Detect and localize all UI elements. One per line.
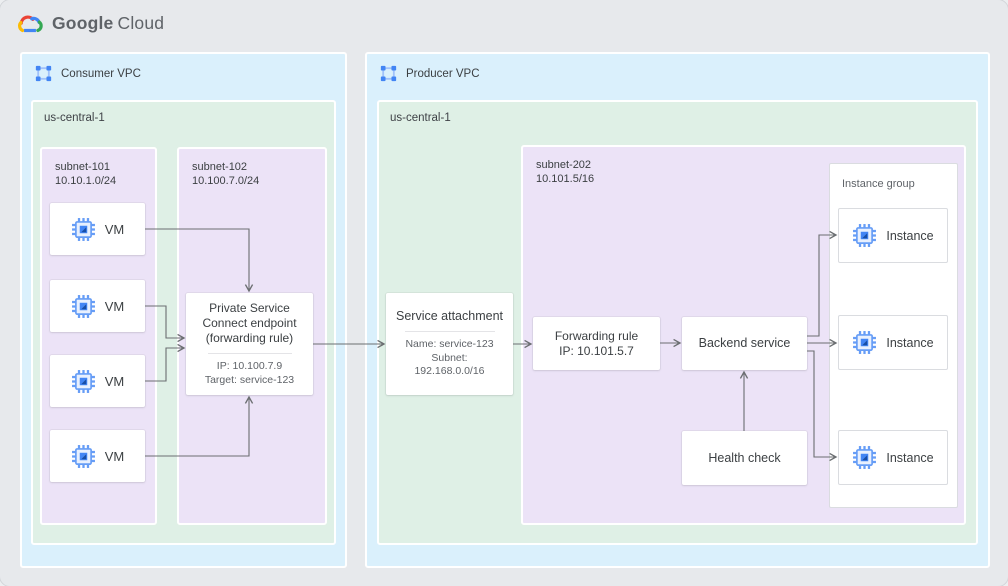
forwarding-rule-card: Forwarding rule IP: 10.101.5.7 [533, 317, 660, 370]
instance-group-label: Instance group [842, 178, 915, 190]
instance-label: Instance [886, 228, 934, 243]
backend-service-card: Backend service [682, 317, 807, 370]
divider [207, 353, 292, 354]
compute-vm-icon [71, 217, 96, 242]
service-attachment-name: Name: service-123 [405, 338, 494, 351]
compute-vm-icon [71, 294, 96, 319]
health-check-card: Health check [682, 431, 807, 485]
compute-vm-icon [71, 444, 96, 469]
compute-instance-icon [852, 445, 877, 470]
vm-label: VM [104, 373, 125, 389]
vm-label: VM [104, 448, 125, 464]
consumer-vpc-label: Consumer VPC [61, 67, 141, 80]
subnet-101-label: subnet-101 10.10.1.0/24 [55, 161, 117, 187]
psc-title-line1: Private Service [209, 301, 290, 315]
forwarding-rule-line1: Forwarding rule [554, 328, 639, 343]
psc-endpoint-details: IP: 10.100.7.9 Target: service-123 [205, 360, 294, 387]
vm-card-3: VM [50, 355, 145, 407]
instance-label: Instance [886, 335, 934, 350]
producer-vpc-header: Producer VPC [380, 65, 480, 82]
psc-ip: IP: 10.100.7.9 [216, 360, 283, 372]
vpc-network-icon [35, 65, 52, 82]
health-check-label: Health check [708, 450, 781, 465]
instance-card-1: Instance [838, 208, 948, 263]
compute-instance-icon [852, 330, 877, 355]
divider [404, 331, 495, 333]
vm-card-1: VM [50, 203, 145, 255]
service-attachment-subnet-label: Subnet: [431, 351, 468, 364]
psc-title-line3: (forwarding rule) [205, 331, 294, 345]
service-attachment-details: Name: service-123 Subnet: 192.168.0.0/16 [405, 338, 493, 379]
producer-region-label: us-central-1 [390, 112, 451, 124]
vm-card-2: VM [50, 280, 145, 332]
vm-card-4: VM [50, 430, 145, 482]
instance-label: Instance [886, 450, 934, 465]
instance-card-3: Instance [838, 430, 948, 485]
logo-brand: Google [52, 13, 114, 33]
logo-suffix: Cloud [117, 13, 165, 33]
vpc-network-icon [380, 65, 397, 82]
psc-title-line2: Connect endpoint [202, 316, 297, 330]
vm-label: VM [104, 221, 125, 237]
compute-instance-icon [852, 223, 877, 248]
psc-endpoint-title: Private Service Connect endpoint (forwar… [202, 301, 296, 346]
forwarding-rule-line2: IP: 10.101.5.7 [559, 343, 634, 358]
vm-label: VM [104, 298, 125, 314]
instance-card-2: Instance [838, 315, 948, 370]
producer-vpc-label: Producer VPC [406, 67, 480, 80]
service-attachment-subnet-cidr: 192.168.0.0/16 [414, 365, 485, 378]
subnet-202-label: subnet-202 10.101.5/16 [536, 159, 595, 185]
psc-endpoint-card: Private Service Connect endpoint (forwar… [186, 293, 313, 395]
backend-service-label: Backend service [698, 336, 791, 350]
consumer-vpc-header: Consumer VPC [35, 65, 141, 82]
service-attachment-title: Service attachment [396, 309, 503, 324]
compute-vm-icon [71, 369, 96, 394]
google-cloud-icon [18, 15, 43, 33]
consumer-region-label: us-central-1 [44, 112, 105, 124]
psc-target: Target: service-123 [204, 373, 295, 386]
subnet-102-label: subnet-102 10.100.7.0/24 [192, 161, 260, 187]
service-attachment-card: Service attachment Name: service-123 Sub… [386, 293, 513, 395]
